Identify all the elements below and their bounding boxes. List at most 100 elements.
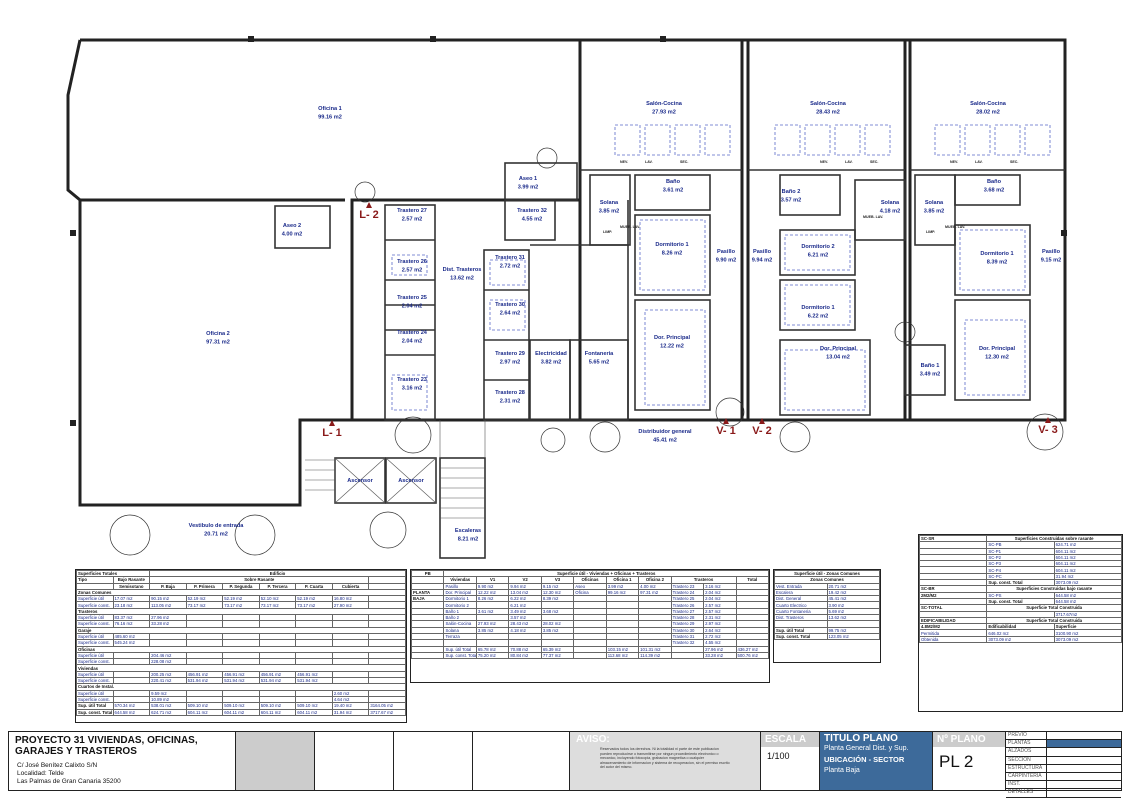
table-cell: Superficie const.	[76, 620, 114, 628]
room-label: Dor. Principal	[820, 346, 857, 352]
phase-row: ESTRUCTURA	[1006, 764, 1121, 773]
phase-status	[1047, 757, 1121, 764]
escala-value: 1/100	[767, 751, 790, 761]
phase-label: DETALLES	[1006, 789, 1047, 797]
address-line-2: Localidad: Telde	[17, 770, 64, 777]
table-cell: 604.11 m2	[185, 708, 224, 716]
room-area: 6.21 m2	[808, 253, 829, 259]
phase-row: CARPINTERIA	[1006, 772, 1121, 782]
room-label: Pasillo	[753, 249, 772, 255]
room-area: 3.99 m2	[518, 185, 539, 191]
table-cell: 604.11 m2	[258, 708, 297, 716]
door-swing	[109, 514, 151, 556]
room-area: 3.57 m2	[781, 198, 802, 204]
phase-row: PREVIO	[1006, 732, 1121, 741]
room-label: Trastero 31	[495, 255, 525, 261]
table-cell: 644.58 m2	[112, 708, 151, 716]
table-cell: 113.68 m2	[605, 651, 640, 660]
room-label: Trastero 24	[397, 330, 428, 336]
table-cell: 80.84 m2	[508, 651, 542, 660]
nplano-value: PL 2	[939, 752, 974, 771]
phase-label: PREVIO	[1006, 732, 1047, 740]
room-area: 20.71 m2	[204, 532, 228, 538]
fixture-tag: NEV.	[950, 160, 958, 164]
room-area: 2.04 m2	[402, 304, 423, 310]
room-area: 13.62 m2	[450, 276, 474, 282]
level-arrow-icon	[723, 418, 729, 424]
room-label: Solana	[925, 200, 944, 206]
blank-cell	[315, 732, 394, 790]
room-area: 3.85 m2	[924, 209, 945, 215]
fixture-tag: LIMP.	[926, 230, 935, 234]
room-label: Oficina 2	[206, 331, 230, 337]
door-swing	[540, 427, 566, 453]
room-label: Oficina 1	[318, 106, 342, 112]
level-arrow-icon	[759, 418, 765, 424]
room-label: Vestibulo de entrada	[189, 523, 245, 529]
fixture-tag: NEV.	[820, 160, 828, 164]
room-label: Solana	[600, 200, 619, 206]
room-label: Aseo 1	[519, 176, 537, 182]
room-area: 12.22 m2	[660, 344, 684, 350]
blank-cell	[394, 732, 473, 790]
fixture-tag: LAV.	[845, 160, 853, 164]
door-swing	[354, 181, 376, 203]
table-cell: Superficie const.	[76, 639, 114, 647]
ubicacion-value: Planta Baja	[824, 767, 860, 774]
room-label: Distribuidor general	[638, 429, 692, 435]
room-area: 6.22 m2	[808, 314, 829, 320]
phase-status	[1047, 789, 1121, 796]
room-label: Salón-Cocina	[646, 101, 683, 107]
room-area: 2.04 m2	[402, 339, 423, 345]
room-label: Baño	[666, 179, 681, 185]
address-line-3: Las Palmas de Gran Canaria 35200	[17, 778, 121, 785]
level-marker-v3: V- 3	[1038, 424, 1058, 436]
room-area: 8.26 m2	[662, 251, 683, 257]
phase-status	[1047, 773, 1121, 780]
room-area: 3.68 m2	[984, 188, 1005, 194]
phase-label: SECCION	[1006, 756, 1047, 764]
phase-label: CARPINTERIA	[1006, 772, 1047, 781]
room-area: 3.61 m2	[663, 188, 684, 194]
phase-status	[1047, 765, 1121, 772]
room-area: 12.30 m2	[985, 355, 1009, 361]
room-area: 4.18 m2	[880, 209, 901, 215]
room-area: 9.15 m2	[1041, 258, 1062, 264]
table-cell: 3717.67 m2	[368, 708, 406, 716]
room-label: Trastero 32	[517, 208, 547, 214]
room-label: Ascensor	[398, 478, 424, 484]
room-area: 3.49 m2	[920, 372, 941, 378]
door-swing	[536, 147, 558, 169]
room-label: Trastero 27	[397, 208, 427, 214]
room-label: Baño 2	[782, 189, 801, 195]
room-area: 28.02 m2	[976, 110, 1000, 116]
room-label: Trastero 28	[495, 390, 525, 396]
room-area: 3.85 m2	[599, 209, 620, 215]
door-swing	[589, 421, 621, 453]
room-area: 2.31 m2	[500, 399, 521, 405]
door-swing	[894, 321, 916, 343]
table-cell: Bajo Rasante	[112, 576, 151, 584]
door-swing	[394, 416, 432, 454]
table-cell: 500.76 m2	[735, 651, 769, 660]
room-area: 5.65 m2	[589, 360, 610, 366]
level-arrow-icon	[366, 202, 372, 208]
room-label: Salón-Cocina	[970, 101, 1007, 107]
ubicacion-label: UBICACIÓN - SECTOR	[824, 755, 905, 764]
level-marker-v2: V- 2	[752, 425, 772, 437]
project-title: PROYECTO 31 VIVIENDAS, OFICINAS, GARAJES…	[15, 735, 198, 757]
room-label: Electricidad	[535, 351, 567, 357]
room-area: 2.64 m2	[500, 311, 521, 317]
table-cell: Superficie const.	[76, 601, 114, 609]
table-cell: 123.05 m2	[826, 632, 880, 641]
room-label: Dormitorio 1	[980, 251, 1013, 257]
fixture-tag: MUEB. LAV.	[863, 215, 883, 219]
